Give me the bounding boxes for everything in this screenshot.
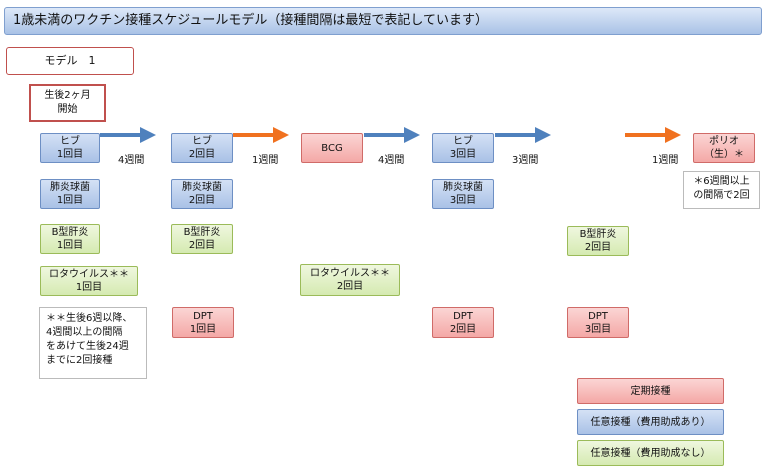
start-label: 生後2ヶ月 開始 xyxy=(29,84,106,122)
page-title: 1歳未満のワクチン接種スケジュールモデル（接種間隔は最短で表記しています） xyxy=(4,7,762,35)
polio-dose: ポリオ（生）＊ xyxy=(693,133,755,163)
interval-4: 3週間 xyxy=(512,155,539,166)
model-label: モデル 1 xyxy=(6,47,134,75)
interval-2: 1週間 xyxy=(252,155,279,166)
interval-3: 4週間 xyxy=(378,155,405,166)
rotavirus-dose-1: ロタウイルス＊＊1回目 xyxy=(40,266,138,296)
legend-optional-subsidized: 任意接種（費用助成あり） xyxy=(577,409,724,435)
polio-note: ＊6週間以上の間隔で2回 xyxy=(683,171,760,209)
start-line-1: 生後2ヶ月 xyxy=(44,90,91,101)
interval-5: 1週間 xyxy=(652,155,679,166)
legend-optional-unsubsidized: 任意接種（費用助成なし） xyxy=(577,440,724,466)
rotavirus-note: ＊＊生後6週以降、4週間以上の間隔をあけて生後24週までに2回接種 xyxy=(39,307,147,379)
bcg-dose: BCG xyxy=(301,133,363,163)
start-line-2: 開始 xyxy=(57,104,78,115)
legend-regular: 定期接種 xyxy=(577,378,724,404)
interval-1: 4週間 xyxy=(118,155,145,166)
rotavirus-dose-2: ロタウイルス＊＊2回目 xyxy=(300,264,400,296)
